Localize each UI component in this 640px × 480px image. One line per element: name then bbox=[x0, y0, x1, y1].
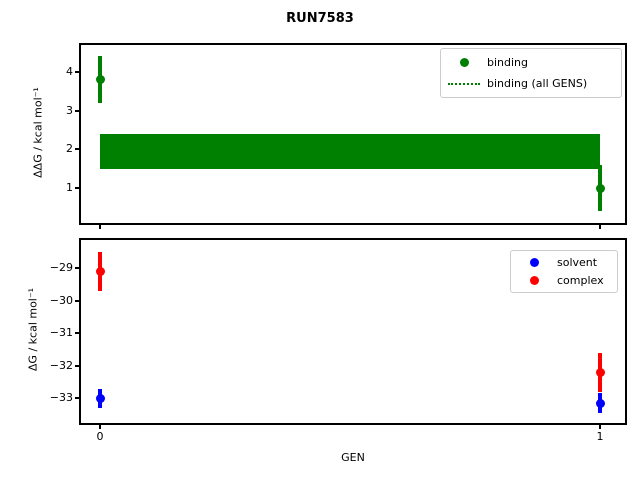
y-tick bbox=[75, 299, 79, 302]
x-axis-label-gen: GEN bbox=[341, 451, 365, 464]
binding-marker-icon bbox=[447, 57, 481, 67]
y-axis-label-dg: ΔG / kcal mol⁻¹ bbox=[26, 287, 40, 372]
green-dot-icon bbox=[459, 57, 469, 67]
data-point-complex bbox=[95, 267, 105, 277]
y-tick bbox=[75, 364, 79, 367]
legend-label-binding-all-gens: binding (all GENS) bbox=[487, 77, 588, 91]
data-point-solvent bbox=[595, 398, 605, 408]
y-tick bbox=[75, 267, 79, 270]
figure-title: RUN7583 bbox=[286, 11, 354, 26]
x-tick bbox=[599, 225, 601, 229]
y-tick-label: 4 bbox=[66, 64, 73, 78]
y-tick-label: 1 bbox=[66, 181, 73, 195]
legend-label-complex: complex bbox=[557, 274, 604, 288]
y-tick bbox=[75, 332, 79, 335]
x-tick-label: 1 bbox=[596, 430, 604, 443]
y-tick bbox=[75, 187, 79, 190]
data-point-binding bbox=[95, 75, 105, 84]
y-tick-label: 2 bbox=[66, 142, 73, 156]
data-point-solvent bbox=[95, 393, 105, 403]
y-tick bbox=[75, 397, 79, 400]
y-tick-label: −33 bbox=[49, 391, 73, 405]
legend-entry-binding-all-gens: binding (all GENS) bbox=[447, 74, 615, 94]
y-tick-label: −31 bbox=[49, 326, 73, 340]
y-tick bbox=[75, 70, 79, 73]
legend-entry-complex: complex bbox=[517, 272, 611, 291]
blue-dot-icon bbox=[529, 257, 539, 267]
y-tick-label: −29 bbox=[49, 261, 73, 275]
legend-label-binding: binding bbox=[487, 55, 529, 69]
y-tick-label: −32 bbox=[49, 358, 73, 372]
legend-entry-binding: binding bbox=[447, 52, 615, 72]
y-axis-label-ddg: ΔΔG / kcal mol⁻¹ bbox=[31, 87, 45, 178]
dotted-line-icon bbox=[448, 82, 480, 85]
binding-all-gens-marker-icon bbox=[447, 82, 481, 85]
complex-marker-icon bbox=[517, 276, 551, 286]
x-tick bbox=[99, 225, 101, 229]
y-tick-label: 3 bbox=[66, 103, 73, 117]
solvent-marker-icon bbox=[517, 257, 551, 267]
legend-label-solvent: solvent bbox=[557, 255, 598, 269]
y-tick bbox=[75, 109, 79, 112]
data-point-complex bbox=[595, 367, 605, 377]
axes-dg: solvent complex −29 −30 −31 −32 −33 0 1 bbox=[50, 238, 627, 443]
y-tick-label: −30 bbox=[49, 293, 73, 307]
red-dot-icon bbox=[529, 276, 539, 286]
x-tick bbox=[599, 425, 601, 429]
legend-binding: binding binding (all GENS) bbox=[440, 48, 622, 98]
uncertainty-band-binding-all-gens- bbox=[100, 133, 600, 169]
x-tick bbox=[99, 425, 101, 429]
legend-entry-solvent: solvent bbox=[517, 253, 611, 272]
data-point-binding bbox=[595, 183, 605, 193]
legend-dg: solvent complex bbox=[510, 250, 618, 293]
axes-binding: binding binding (all GENS) 4 3 2 1 bbox=[66, 43, 627, 229]
y-tick bbox=[75, 148, 79, 151]
x-tick-label: 0 bbox=[96, 430, 104, 443]
